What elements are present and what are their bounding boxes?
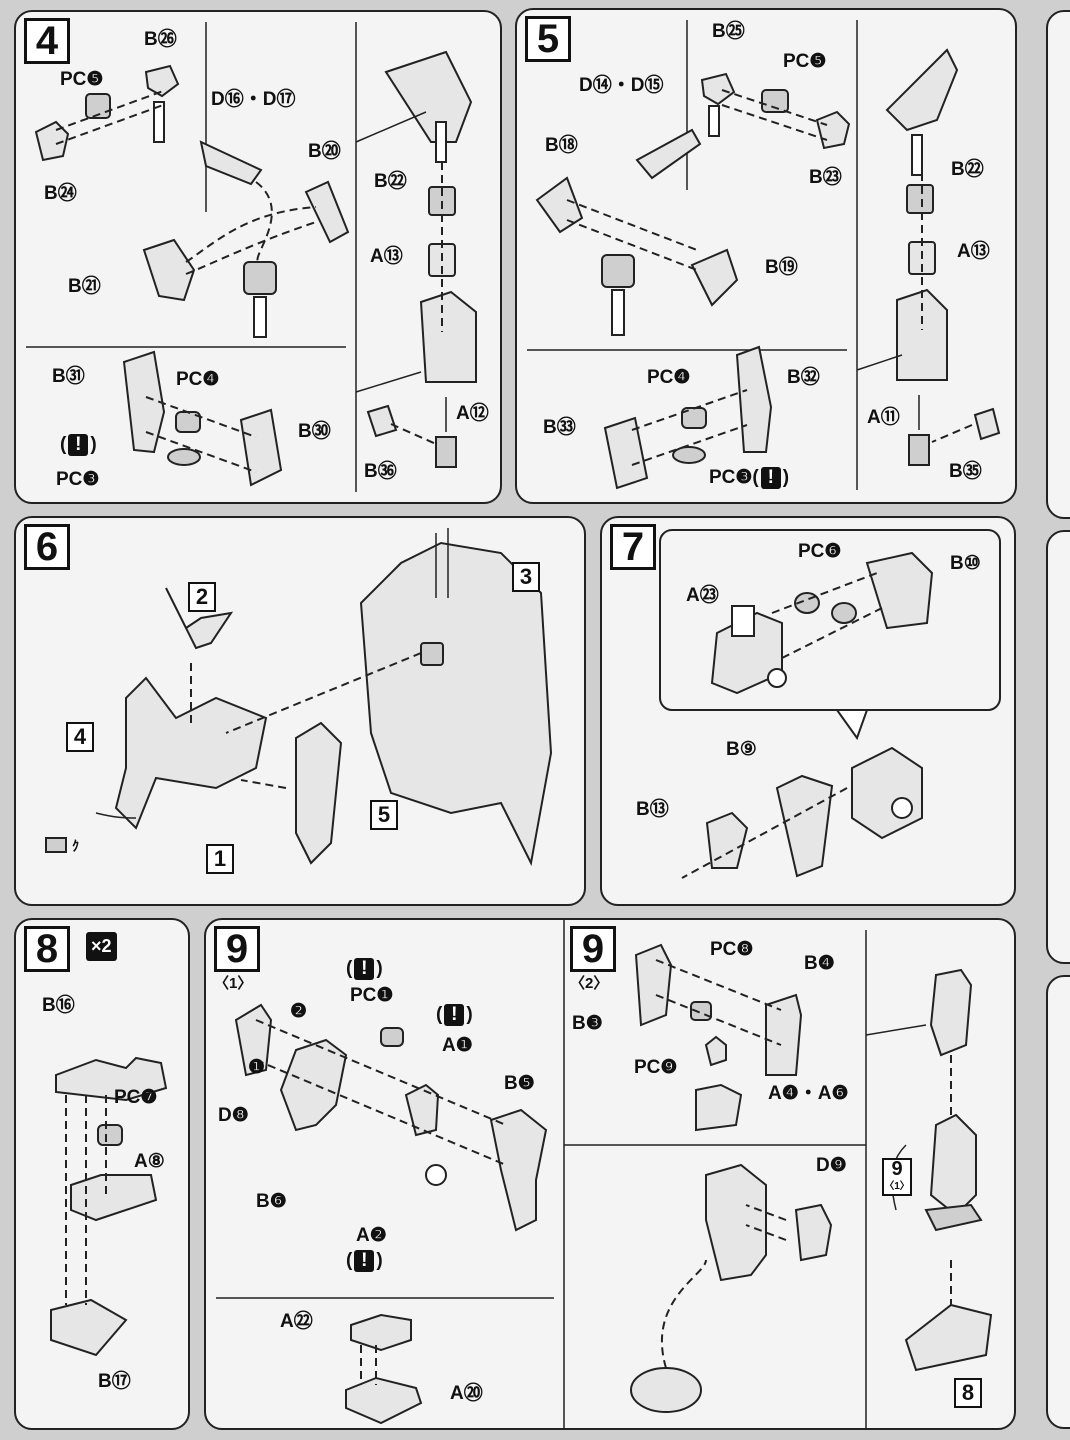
part-label: B㉖ <box>144 29 177 50</box>
subassembly-3-box: 3 <box>512 562 540 592</box>
part-label: A㉒ <box>280 1311 313 1332</box>
part-label: D❽ <box>218 1105 249 1126</box>
subassembly-4-box: 4 <box>66 722 94 752</box>
substep-label: 〈2〉 <box>570 975 609 992</box>
part-label: PC❹ <box>647 367 691 388</box>
reference-step-box: 9〈1〉 <box>882 1158 912 1196</box>
step-order-2: ❷ <box>290 1001 308 1022</box>
part-label: B⑩ <box>950 553 981 574</box>
caution-mark: (!) <box>346 958 383 980</box>
part-label: B❹ <box>804 953 835 974</box>
step-4-drawing <box>26 22 477 492</box>
part-label: B㊱ <box>364 461 397 482</box>
part-label: PC❹ <box>176 369 220 390</box>
part-label: B⑨ <box>726 739 757 760</box>
part-label: B㉟ <box>949 461 982 482</box>
part-label: B㉜ <box>787 367 820 388</box>
part-label: A㉓ <box>686 585 719 606</box>
multiplier-badge: ×2 <box>86 932 117 961</box>
caution-mark: PC❸(!) <box>709 467 790 489</box>
step-8-drawing <box>50 1056 168 1357</box>
caution-mark: (!) <box>436 1004 473 1026</box>
step-7-drawing <box>659 529 1001 879</box>
partial-panel-top <box>1046 10 1070 519</box>
part-label: A❷ <box>356 1225 387 1246</box>
part-label: B㉕ <box>712 21 745 42</box>
part-label: PC❻ <box>798 541 842 562</box>
part-label: PC❺ <box>783 51 827 72</box>
part-label: B㉚ <box>298 421 331 442</box>
step-5-number: 5 <box>525 16 571 62</box>
step-6-number: 6 <box>24 524 70 570</box>
part-label: D⑭・D⑮ <box>579 75 664 96</box>
part-label: PC❸ <box>56 469 100 490</box>
part-label: B⑳ <box>308 141 341 162</box>
part-label: A⑫ <box>456 403 489 424</box>
part-label: B㉛ <box>52 366 85 387</box>
subassembly-8-box: 8 <box>954 1378 982 1408</box>
step-9-2-number: 9 <box>570 926 616 972</box>
part-label: A❶ <box>442 1035 473 1056</box>
part-label: B⑬ <box>636 799 669 820</box>
part-label: B⑰ <box>98 1371 131 1392</box>
part-label: PC❼ <box>114 1087 158 1108</box>
part-label: A⑬ <box>957 241 990 262</box>
part-label: B⑱ <box>545 135 578 156</box>
part-label: A⑬ <box>370 246 403 267</box>
step-6-drawing <box>45 528 553 867</box>
step-7-number: 7 <box>610 524 656 570</box>
step-5-drawing <box>527 20 1001 490</box>
part-label: A⑳ <box>450 1383 483 1404</box>
step-7-panel: 7 PC❻ B⑩ A㉓ B⑨ B⑬ <box>600 516 1016 906</box>
seal-label: ｸ <box>72 838 79 854</box>
step-4-panel: 4 B㉖ PC❺ D⑯・D⑰ B⑳ B㉔ B㉑ B㉒ A⑬ B㉛ PC❹ B㉚ … <box>14 10 502 504</box>
partial-panel-bottom <box>1046 975 1070 1429</box>
step-9-1-number: 9 <box>214 926 260 972</box>
part-label: B❸ <box>572 1013 603 1034</box>
part-label: B⑲ <box>765 257 798 278</box>
step-4-number: 4 <box>24 18 70 64</box>
part-label: D❾ <box>816 1155 847 1176</box>
substep-label: 〈1〉 <box>214 975 253 992</box>
step-6-panel: 6 2 3 4 5 1 ｸ <box>14 516 586 906</box>
step-8-panel: 8 ×2 B⑯ PC❼ A⑧ B⑰ <box>14 918 190 1430</box>
part-label: PC❽ <box>710 939 754 960</box>
step-9-drawing <box>216 920 993 1428</box>
part-label: B㉒ <box>951 159 984 180</box>
part-label: A⑪ <box>867 407 900 428</box>
part-label: B㉒ <box>374 171 407 192</box>
step-order-1: ❶ <box>248 1057 266 1078</box>
subassembly-5-box: 5 <box>370 800 398 830</box>
part-label: PC❶ <box>350 985 394 1006</box>
part-label: B㉔ <box>44 183 77 204</box>
caution-mark: (!) <box>346 1250 383 1272</box>
part-label: B⑯ <box>42 995 75 1016</box>
part-label: B❻ <box>256 1191 287 1212</box>
caution-mark: (!) <box>60 434 97 456</box>
subassembly-1-box: 1 <box>206 844 234 874</box>
part-label: B❺ <box>504 1073 535 1094</box>
step-9-panel: 9 〈1〉 (!) PC❶ (!) A❶ B❺ ❷ ❶ D❽ B❻ A❷ (!)… <box>204 918 1016 1430</box>
partial-panel-middle <box>1046 530 1070 964</box>
part-label: D⑯・D⑰ <box>211 89 296 110</box>
part-label: B㉑ <box>68 276 101 297</box>
part-label: PC❺ <box>60 69 104 90</box>
part-label: B㉝ <box>543 417 576 438</box>
part-label: A❹・A❻ <box>768 1083 849 1104</box>
subassembly-2-box: 2 <box>188 582 216 612</box>
part-label: B㉓ <box>809 167 842 188</box>
part-label: A⑧ <box>134 1151 165 1172</box>
step-5-panel: 5 B㉕ PC❺ D⑭・D⑮ B⑱ B㉓ B㉒ A⑬ B⑲ PC❹ B㉜ B㉝ … <box>515 8 1017 504</box>
part-label: PC❾ <box>634 1057 678 1078</box>
step-8-number: 8 <box>24 926 70 972</box>
